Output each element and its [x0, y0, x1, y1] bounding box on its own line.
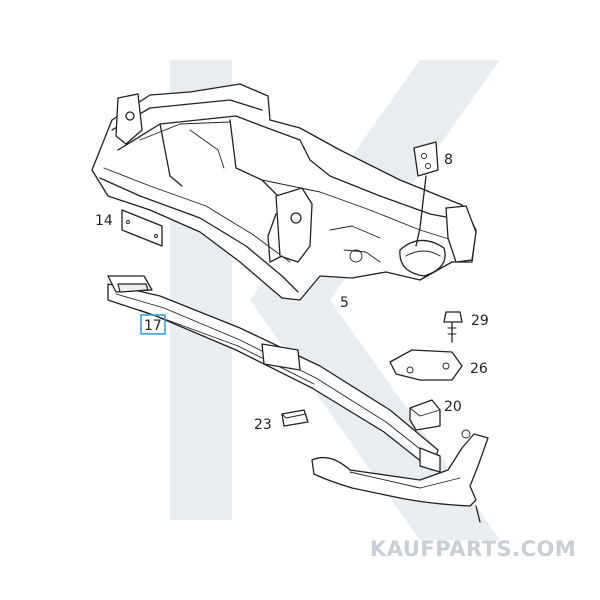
part-label-20: 20: [444, 399, 462, 415]
mount-part-26: [389, 349, 463, 381]
subframe-drawing: [91, 83, 477, 301]
part-label-29: 29: [471, 313, 489, 329]
pad-part-23: [281, 409, 309, 427]
pad-part-14: [121, 209, 163, 247]
part-label-23: 23: [254, 417, 272, 433]
bolt-part-29: [443, 311, 463, 343]
part-label-14: 14: [95, 213, 113, 229]
block-part-20: [409, 399, 441, 431]
leaf-spring-part-17: [107, 275, 441, 473]
part-label-8: 8: [444, 152, 453, 168]
part-label-5: 5: [340, 295, 349, 311]
watermark-text: KAUFPARTS.COM: [370, 537, 576, 561]
bracket-part-8: [413, 141, 439, 247]
control-arm-drawing: [311, 429, 489, 523]
part-label-26: 26: [470, 361, 488, 377]
highlight-box-17: [140, 314, 166, 335]
part-label-17: 17: [144, 318, 162, 334]
